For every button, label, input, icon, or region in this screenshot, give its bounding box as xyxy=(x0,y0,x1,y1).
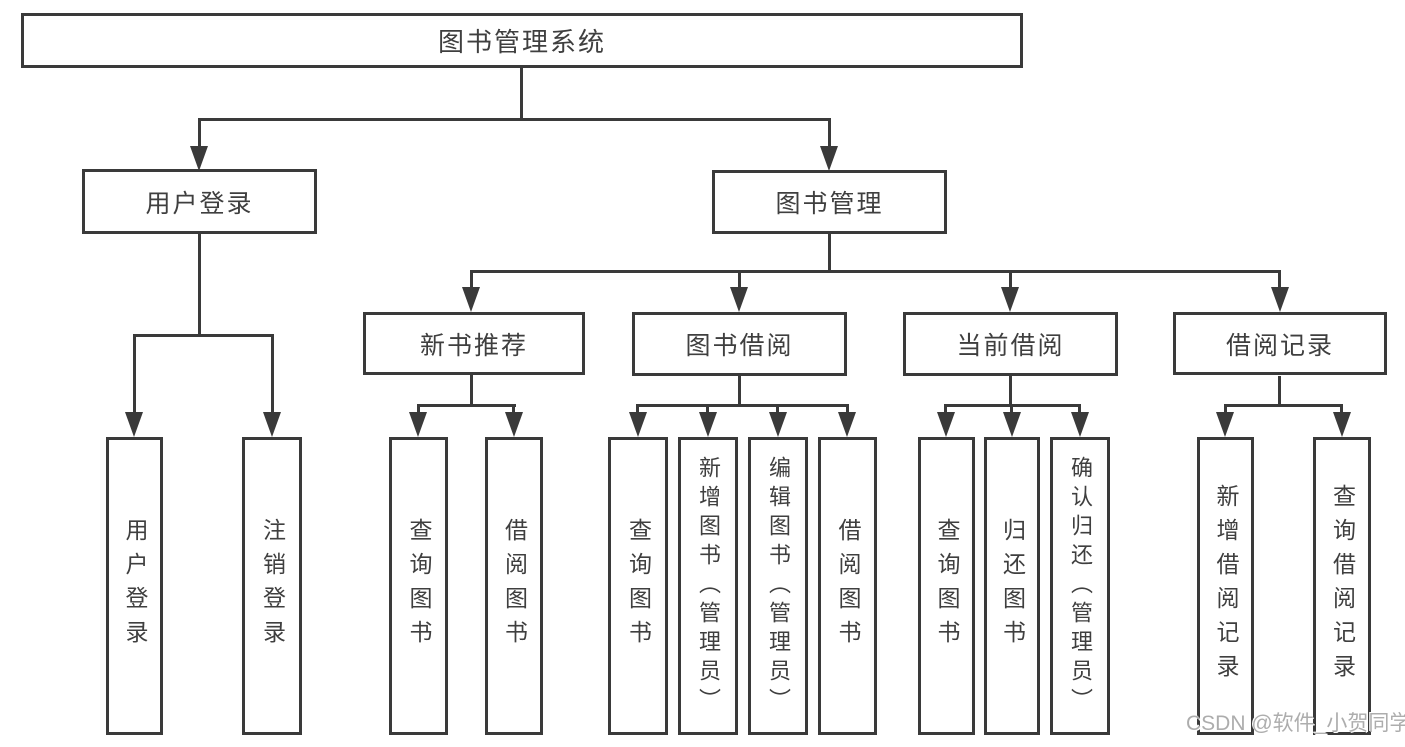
arrow-down-icon xyxy=(820,146,838,171)
leaf-label: 查询借阅记录 xyxy=(1329,484,1356,688)
connector-level2-rail xyxy=(198,118,831,121)
leaf-add-book-admin: 新增图书（管理员） xyxy=(678,437,738,735)
connector-drop-leaf xyxy=(512,404,515,414)
connector-user-login-trunk xyxy=(198,234,201,337)
node-user-login: 用户登录 xyxy=(82,169,317,234)
leaf-label: 归还图书 xyxy=(999,518,1026,654)
connector-new-books-rail xyxy=(417,404,516,407)
node-root: 图书管理系统 xyxy=(21,13,1023,68)
node-current-borrow: 当前借阅 xyxy=(903,312,1118,376)
leaf-edit-book-admin: 编辑图书（管理员） xyxy=(748,437,808,735)
connector-borrow-records-rail xyxy=(1224,404,1343,407)
connector-drop-book-management xyxy=(828,118,831,148)
arrow-down-icon xyxy=(1003,412,1021,437)
connector-book-borrow-trunk xyxy=(738,376,741,407)
arrow-down-icon xyxy=(125,412,143,437)
arrow-down-icon xyxy=(730,287,748,312)
connector-drop-leaf xyxy=(417,404,420,414)
connector-new-books-trunk xyxy=(470,375,473,407)
leaf-logout: 注销登录 xyxy=(242,437,302,735)
arrow-down-icon xyxy=(505,412,523,437)
connector-drop-leaf xyxy=(738,270,741,289)
arrow-down-icon xyxy=(937,412,955,437)
node-current-borrow-label: 当前借阅 xyxy=(956,332,1065,360)
connector-drop-leaf xyxy=(1010,404,1013,414)
leaf-query-books-new: 查询图书 xyxy=(389,437,448,735)
leaf-label: 借阅图书 xyxy=(501,518,528,654)
leaf-query-books-current: 查询图书 xyxy=(918,437,975,735)
leaf-return-books: 归还图书 xyxy=(984,437,1040,735)
leaf-label: 查询图书 xyxy=(625,518,652,654)
connector-drop-leaf xyxy=(944,404,947,414)
leaf-label: 新增借阅记录 xyxy=(1213,484,1239,688)
leaf-borrow-books: 借阅图书 xyxy=(818,437,877,735)
arrow-down-icon xyxy=(1071,412,1089,437)
arrow-down-icon xyxy=(699,412,717,437)
leaf-label: 编辑图书（管理员） xyxy=(766,455,791,717)
arrow-down-icon xyxy=(1001,287,1019,312)
node-book-management: 图书管理 xyxy=(712,170,947,234)
node-user-login-label: 用户登录 xyxy=(145,189,254,218)
connector-drop-leaf xyxy=(1224,404,1227,414)
arrow-down-icon xyxy=(263,412,281,437)
connector-drop-leaf xyxy=(1340,404,1343,414)
leaf-label: 借阅图书 xyxy=(835,518,861,654)
leaf-label: 查询图书 xyxy=(934,518,960,654)
node-book-borrow: 图书借阅 xyxy=(632,312,847,376)
arrow-down-icon xyxy=(462,287,480,312)
connector-borrow-records-trunk xyxy=(1278,376,1281,407)
leaf-user-login: 用户登录 xyxy=(106,437,163,735)
connector-drop-leaf xyxy=(1078,404,1081,414)
arrow-down-icon xyxy=(1333,412,1351,437)
node-new-book-recommend-label: 新书推荐 xyxy=(419,331,528,360)
connector-current-borrow-trunk xyxy=(1009,376,1012,407)
arrow-down-icon xyxy=(409,412,427,437)
leaf-label: 查询图书 xyxy=(406,518,432,654)
leaf-label: 新增图书（管理员） xyxy=(696,455,721,717)
arrow-down-icon xyxy=(1271,287,1289,312)
connector-drop-leaf xyxy=(846,404,849,414)
connector-drop-user-login xyxy=(198,118,201,148)
leaf-confirm-return-admin: 确认归还（管理员） xyxy=(1050,437,1110,735)
connector-level3-rail xyxy=(470,270,1281,273)
arrow-down-icon xyxy=(629,412,647,437)
node-new-book-recommend: 新书推荐 xyxy=(363,312,585,375)
connector-book-management-trunk xyxy=(828,234,831,273)
connector-drop-leaf xyxy=(271,334,274,414)
connector-drop-leaf xyxy=(1278,270,1281,289)
leaf-add-borrow-record: 新增借阅记录 xyxy=(1197,437,1254,735)
arrow-down-icon xyxy=(190,146,208,171)
arrow-down-icon xyxy=(769,412,787,437)
connector-drop-leaf xyxy=(636,404,639,414)
node-book-borrow-label: 图书借阅 xyxy=(685,332,794,360)
connector-drop-leaf xyxy=(706,404,709,414)
arrow-down-icon xyxy=(838,412,856,437)
leaf-label: 用户登录 xyxy=(122,518,148,654)
connector-root-trunk xyxy=(520,66,523,120)
connector-book-borrow-rail xyxy=(636,404,849,407)
connector-drop-leaf xyxy=(776,404,779,414)
leaf-borrow-books-new: 借阅图书 xyxy=(485,437,543,735)
connector-drop-leaf xyxy=(470,270,473,289)
node-borrow-records: 借阅记录 xyxy=(1173,312,1387,375)
leaf-query-books-borrow: 查询图书 xyxy=(608,437,668,735)
node-book-management-label: 图书管理 xyxy=(775,190,884,218)
connector-drop-leaf xyxy=(133,334,136,414)
leaf-label: 注销登录 xyxy=(259,518,286,654)
leaf-label: 确认归还（管理员） xyxy=(1068,455,1093,717)
node-root-label: 图书管理系统 xyxy=(437,27,606,57)
connector-user-login-rail xyxy=(133,334,274,337)
leaf-query-borrow-record: 查询借阅记录 xyxy=(1313,437,1371,735)
connector-drop-leaf xyxy=(1009,270,1012,289)
node-borrow-records-label: 借阅记录 xyxy=(1225,331,1334,360)
watermark: CSDN @软件_小贺同学 xyxy=(1186,712,1405,735)
arrow-down-icon xyxy=(1216,412,1234,437)
